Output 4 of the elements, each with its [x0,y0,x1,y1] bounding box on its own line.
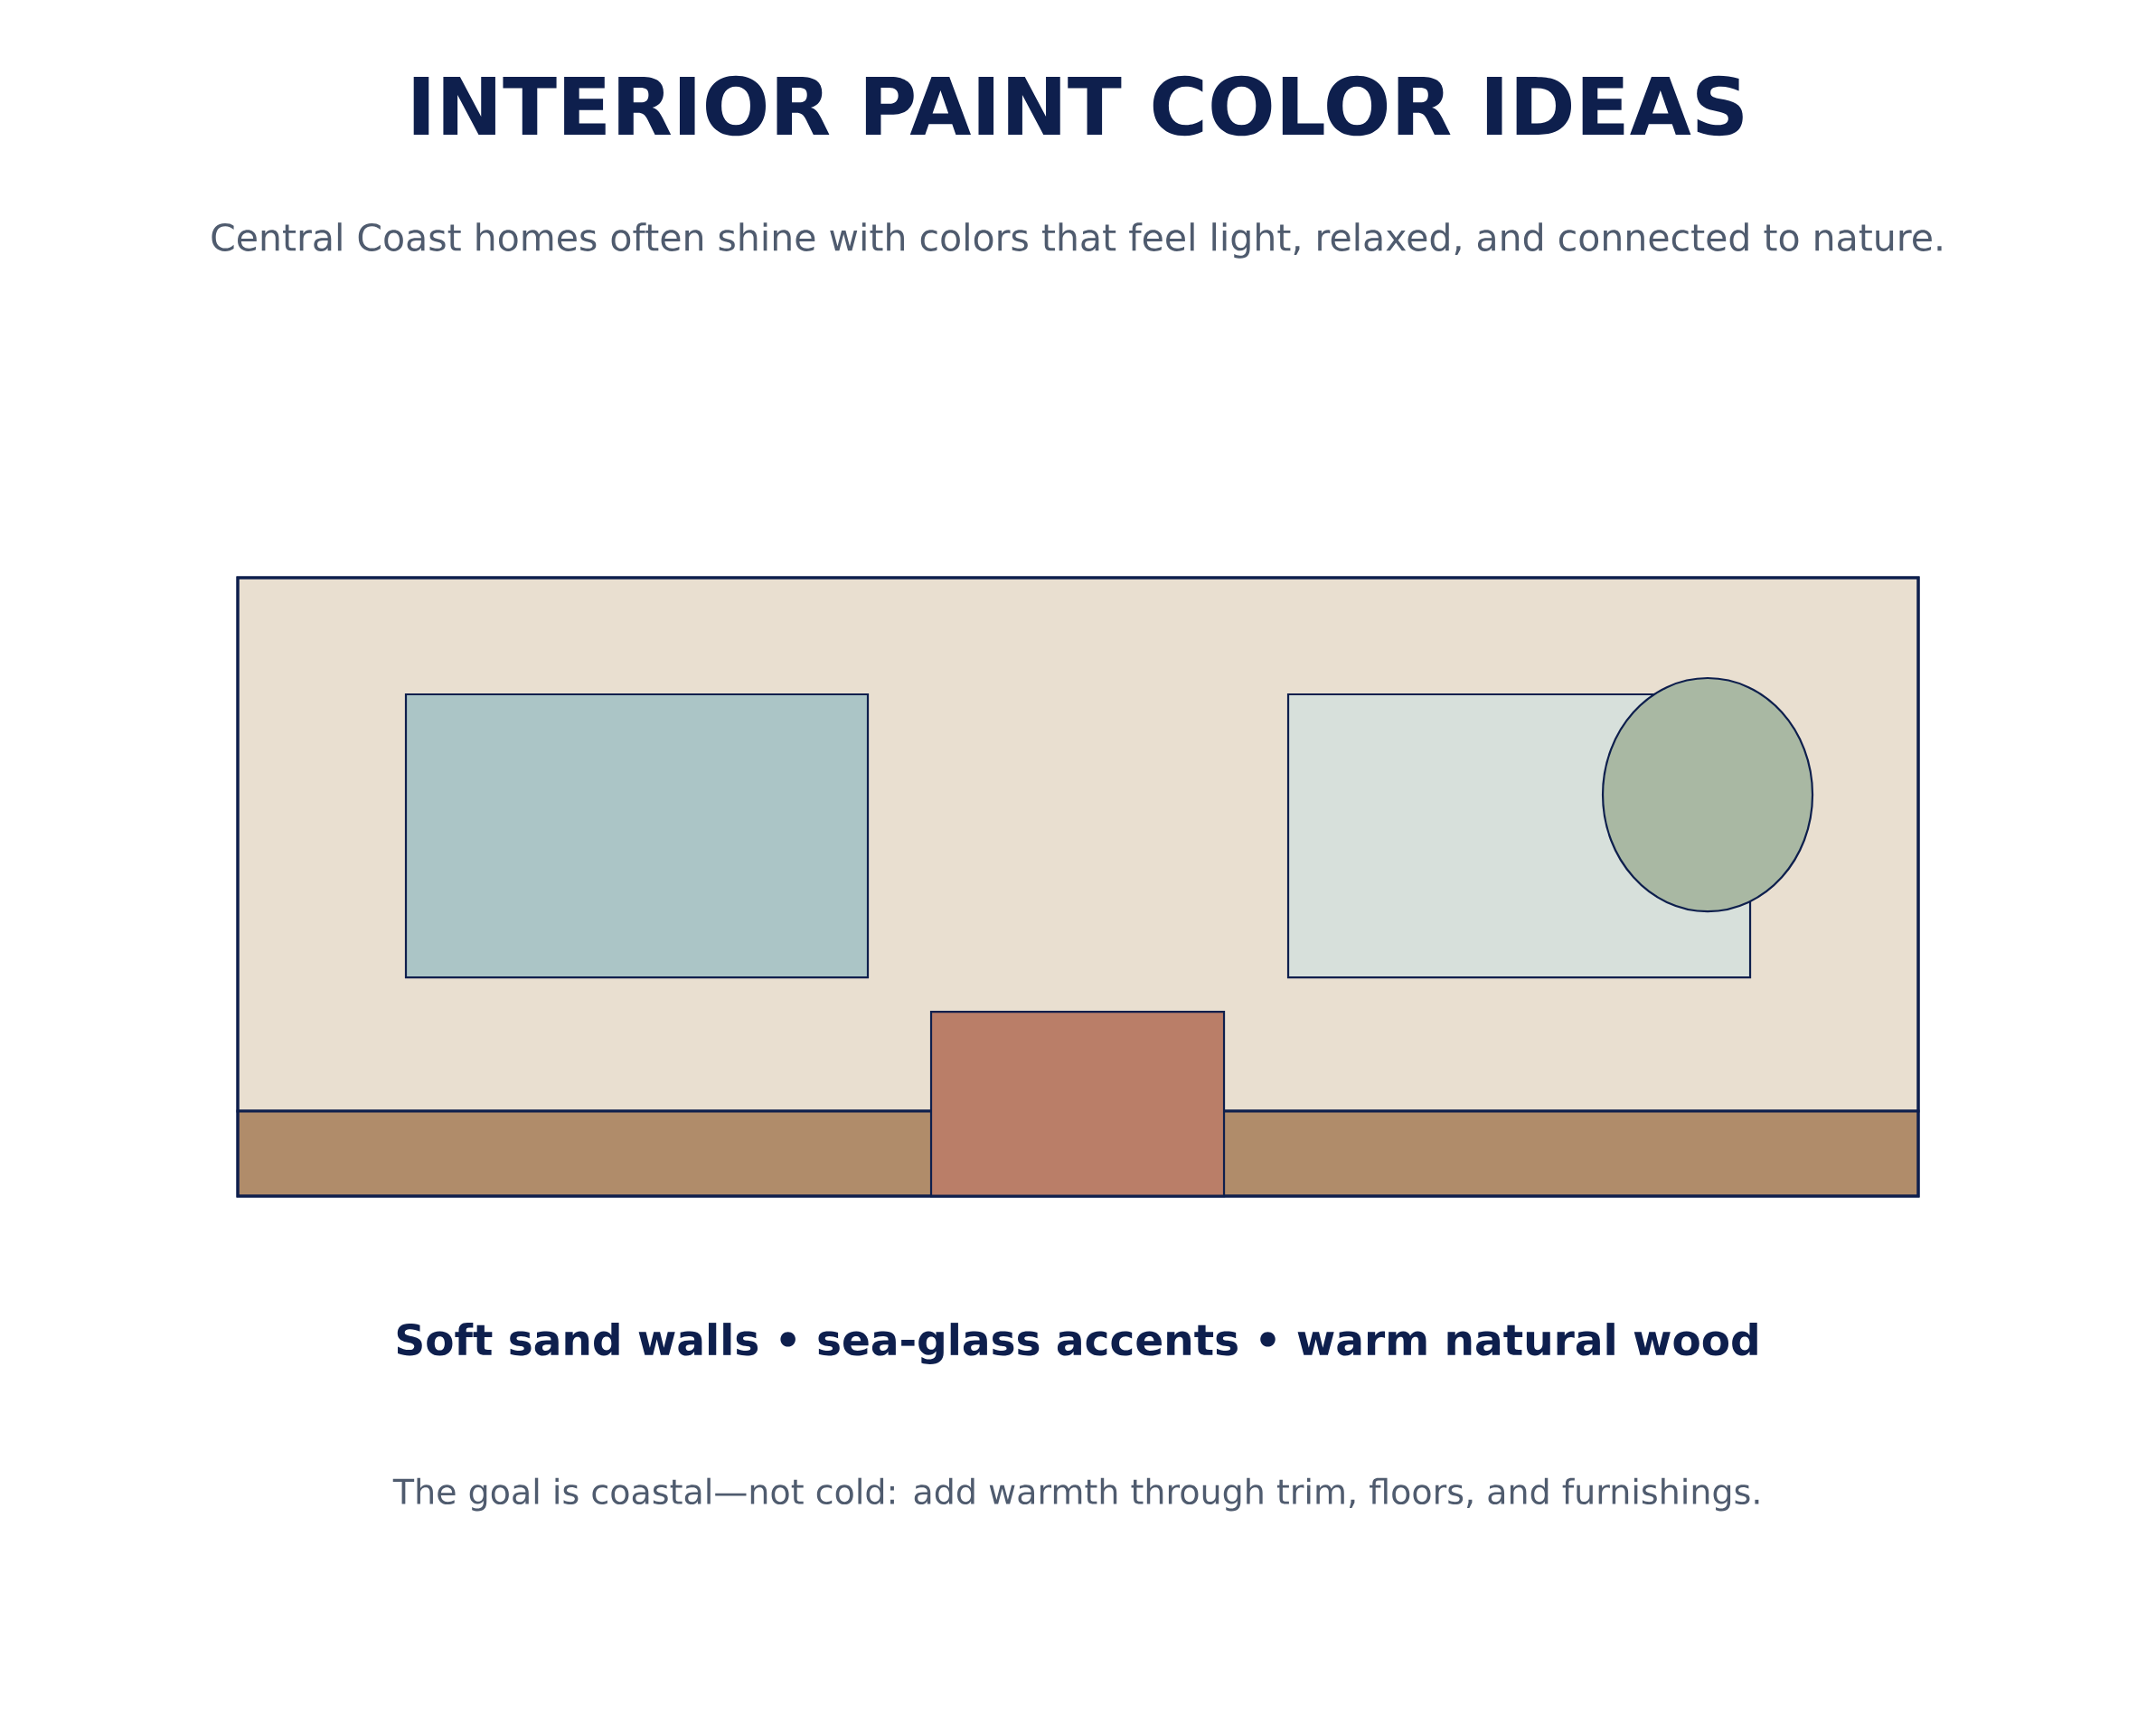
title: INTERIOR PAINT COLOR IDEAS [413,75,1743,137]
note: The goal is coastal—not cold: add warmth through trim, floors, and furnishings. [392,1477,1759,1512]
subtitle: Central Coast homes often shine with colors that feel light, relaxed, and connected to nature. [212,222,1942,259]
tagline: Soft sand walls • sea-glass accents • warm natural wood [397,1323,1757,1364]
